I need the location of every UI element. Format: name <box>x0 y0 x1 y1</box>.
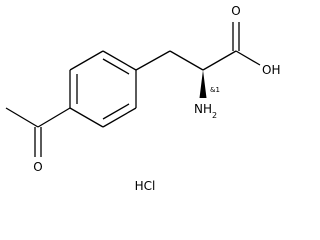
alpha-carboxyl-bond <box>202 50 237 71</box>
amine-subscript: 2 <box>212 111 217 120</box>
ring-bond-5 <box>102 107 137 128</box>
ring-ch2-bond <box>135 50 171 71</box>
side-chain <box>135 22 261 98</box>
benzene-ring <box>69 50 137 128</box>
ch2-alpha-bond <box>169 50 204 71</box>
ring-bond-6 <box>69 107 104 128</box>
carboxyl-oh-bond <box>235 50 261 66</box>
carboxyl-oxygen-label: O <box>231 4 240 18</box>
acetyl-ring-bond <box>37 107 71 128</box>
carbonyl-oxygen-label: O <box>33 160 42 174</box>
ring-bond-3 <box>102 50 137 71</box>
amine-label: NH <box>194 102 212 116</box>
hydroxyl-label: OH <box>262 63 280 77</box>
ring-bond-2 <box>69 50 104 71</box>
ring-inner-bond-2 <box>102 58 130 75</box>
ring-inner-bond-3 <box>102 103 130 120</box>
acetyl-group <box>5 107 71 157</box>
wedge-bond <box>199 70 207 98</box>
chemical-structure: O O OH &1 NH 2 HCl <box>5 4 280 193</box>
methyl-bond <box>5 107 39 128</box>
stereo-label: &1 <box>210 86 220 94</box>
salt-label: HCl <box>135 179 156 193</box>
